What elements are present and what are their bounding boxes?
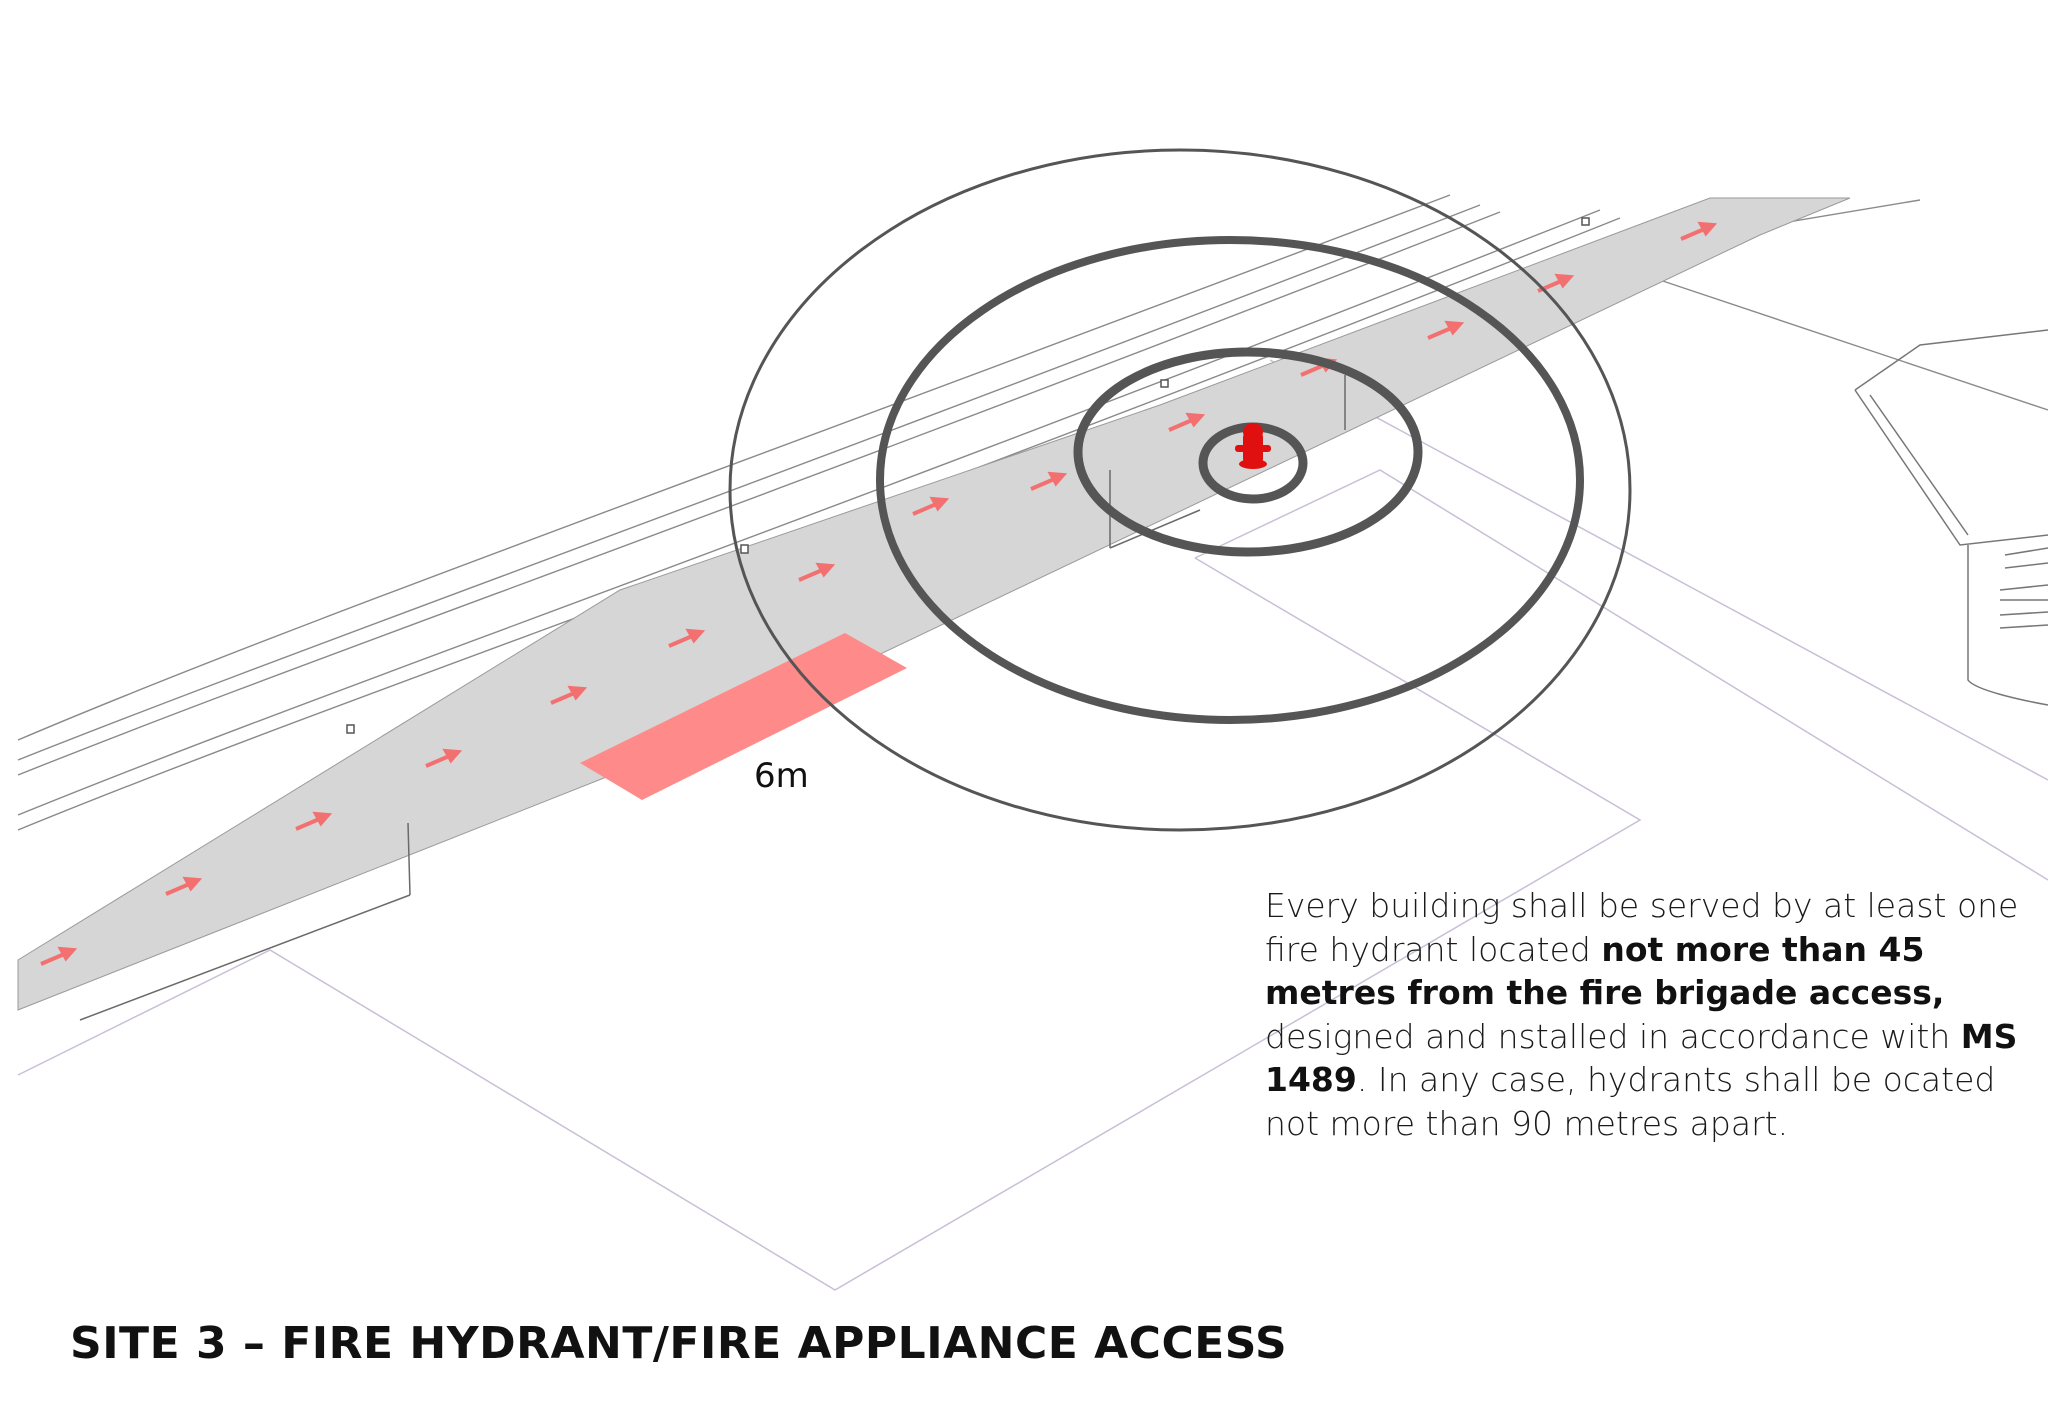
direction-arrow-head [1047,471,1068,487]
direction-arrow-head [1554,273,1575,289]
coverage-ring-3 [876,236,1584,724]
note-text-3: . In any case, hydrants shall be ocated … [1265,1060,1996,1143]
adjacent-building [1854,329,2048,706]
note-bold-1: not more than 45 metres from the fire br… [1265,929,1945,1013]
note-bold-2: MS 1489 [1265,1016,2018,1100]
site-outline [17,359,2048,1291]
direction-arrow-head [1697,221,1718,237]
direction-arrow-head [57,946,78,962]
note-text-2: designed and nstalled in accordance with [1265,1016,1961,1056]
direction-arrow-head [442,748,463,764]
direction-arrow-head [685,628,706,644]
direction-arrow-head [929,496,950,512]
zone-dimension-label: 6m [754,756,809,796]
lamp-posts [346,217,1590,734]
direction-arrow-head [1444,320,1465,336]
direction-arrow-head [312,811,333,827]
hydrant-requirement-note: Every building shall be served by at lea… [1265,884,2025,1145]
page-title: SITE 3 – FIRE HYDRANT/FIRE APPLIANCE ACC… [70,1318,1288,1369]
direction-arrow-head [567,685,588,701]
hydrant-coverage-rings [728,148,1632,832]
note-text-1: Every building shall be served by at lea… [1265,886,2019,969]
direction-arrow-head [182,876,203,892]
coverage-ring-2 [1073,347,1423,557]
coverage-ring-4 [728,148,1632,832]
traffic-direction-arrows [40,221,1718,966]
fire-hydrant-icon [1235,423,1271,469]
fire-appliance-access-zone [580,633,907,800]
direction-arrow-head [815,562,836,578]
direction-arrow-head [1185,412,1206,428]
